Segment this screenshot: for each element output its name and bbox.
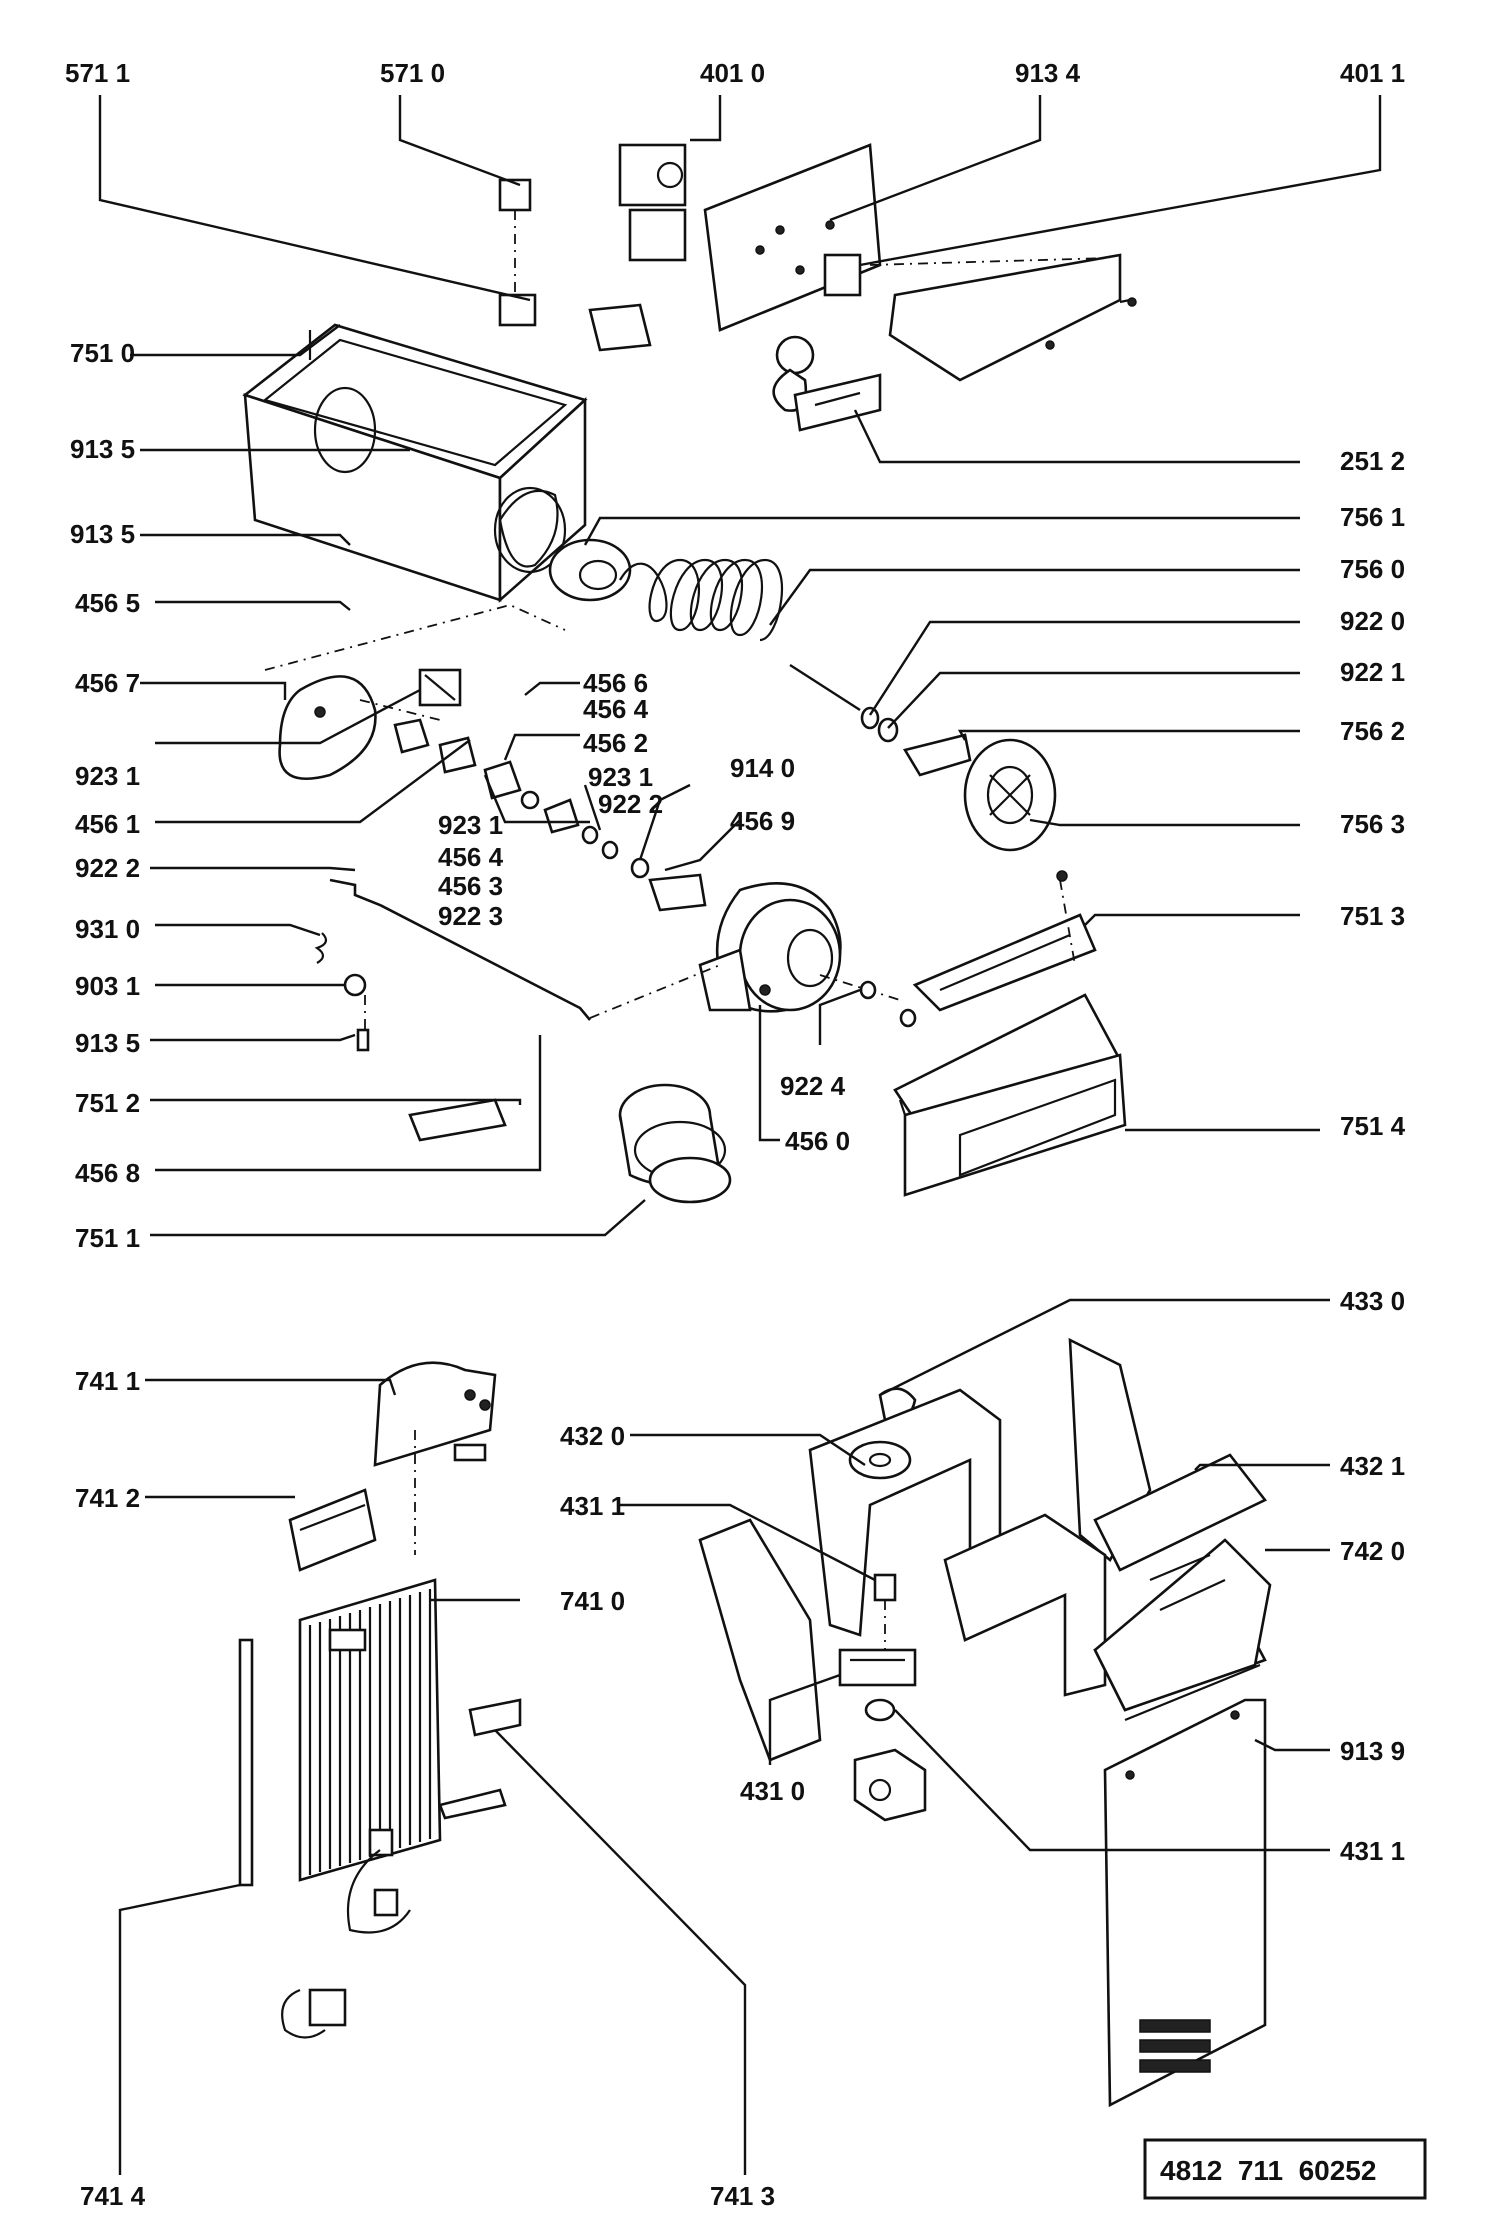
label-913-5-c: 913 5 xyxy=(75,1028,140,1058)
small-hardware-parts xyxy=(314,932,507,1142)
label-741-0: 741 0 xyxy=(560,1586,625,1616)
label-922-3: 922 3 xyxy=(438,901,503,931)
label-431-1-a: 431 1 xyxy=(560,1491,625,1521)
label-922-4: 922 4 xyxy=(780,1071,846,1101)
label-741-1: 741 1 xyxy=(75,1366,140,1396)
evaporator-fins xyxy=(308,1589,432,1875)
shaft-washers-part xyxy=(860,706,972,777)
label-456-3: 456 3 xyxy=(438,871,503,901)
label-751-2: 751 2 xyxy=(75,1088,140,1118)
label-456-0: 456 0 xyxy=(785,1126,850,1156)
fan-duct-parts xyxy=(698,1337,1272,2108)
label-456-8: 456 8 xyxy=(75,1158,140,1188)
label-913-4: 913 4 xyxy=(1015,58,1081,88)
reference-code-box: 4812 711 60252 xyxy=(1143,2138,1427,2200)
label-923-1-b: 923 1 xyxy=(588,762,653,792)
label-456-4-b: 456 4 xyxy=(438,842,504,872)
label-456-6: 456 6 xyxy=(583,668,648,698)
ice-bin-part xyxy=(242,323,588,603)
auger-spring-part xyxy=(548,538,861,712)
label-751-3: 751 3 xyxy=(1340,901,1405,931)
label-741-2: 741 2 xyxy=(75,1483,140,1513)
label-756-1: 756 1 xyxy=(1340,502,1405,532)
evaporator-parts xyxy=(238,1361,522,2039)
label-456-9: 456 9 xyxy=(730,806,795,836)
label-251-2: 251 2 xyxy=(1340,446,1405,476)
part-labels: 571 1 571 0 401 0 913 4 401 1 751 0 913 … xyxy=(65,58,1406,2211)
label-923-1-c: 923 1 xyxy=(438,810,503,840)
label-931-0: 931 0 xyxy=(75,914,140,944)
label-913-5-a: 913 5 xyxy=(70,434,135,464)
label-571-1: 571 1 xyxy=(65,58,130,88)
duct-vent-slots xyxy=(1139,2019,1211,2073)
label-751-0: 751 0 xyxy=(70,338,135,368)
label-741-4: 741 4 xyxy=(80,2181,146,2211)
fan-wheel-part xyxy=(963,738,1057,852)
label-914-0: 914 0 xyxy=(730,753,795,783)
label-433-0: 433 0 xyxy=(1340,1286,1405,1316)
label-923-1-a: 923 1 xyxy=(75,761,140,791)
label-756-0: 756 0 xyxy=(1340,554,1405,584)
label-401-1: 401 1 xyxy=(1340,58,1405,88)
reference-code: 4812 711 60252 xyxy=(1160,2155,1376,2186)
label-742-0: 742 0 xyxy=(1340,1536,1405,1566)
label-913-9: 913 9 xyxy=(1340,1736,1405,1766)
label-751-1: 751 1 xyxy=(75,1223,140,1253)
label-741-3: 741 3 xyxy=(710,2181,775,2211)
label-432-1: 432 1 xyxy=(1340,1451,1405,1481)
bellows-sleeve-part xyxy=(618,1083,732,1204)
label-456-2: 456 2 xyxy=(583,728,648,758)
gear-motor-part xyxy=(698,882,917,1028)
crusher-parts xyxy=(264,604,707,912)
label-401-0: 401 0 xyxy=(700,58,765,88)
label-922-0: 922 0 xyxy=(1340,606,1405,636)
label-913-5-b: 913 5 xyxy=(70,519,135,549)
housing-part xyxy=(893,993,1127,1197)
label-431-1-b: 431 1 xyxy=(1340,1836,1405,1866)
label-456-7: 456 7 xyxy=(75,668,140,698)
chute-bracket-part xyxy=(912,870,1097,1012)
label-922-2-b: 922 2 xyxy=(75,853,140,883)
label-456-4-a: 456 4 xyxy=(583,694,649,724)
label-756-2: 756 2 xyxy=(1340,716,1405,746)
label-756-3: 756 3 xyxy=(1340,809,1405,839)
label-922-1: 922 1 xyxy=(1340,657,1405,687)
label-431-0: 431 0 xyxy=(740,1776,805,1806)
label-456-1: 456 1 xyxy=(75,809,140,839)
label-903-1: 903 1 xyxy=(75,971,140,1001)
control-board-part xyxy=(498,143,1137,432)
rod-part xyxy=(329,878,721,1021)
label-751-4: 751 4 xyxy=(1340,1111,1406,1141)
label-922-2-a: 922 2 xyxy=(598,789,663,819)
leader-lines xyxy=(98,95,1382,2175)
label-432-0: 432 0 xyxy=(560,1421,625,1451)
label-571-0: 571 0 xyxy=(380,58,445,88)
label-456-5: 456 5 xyxy=(75,588,140,618)
